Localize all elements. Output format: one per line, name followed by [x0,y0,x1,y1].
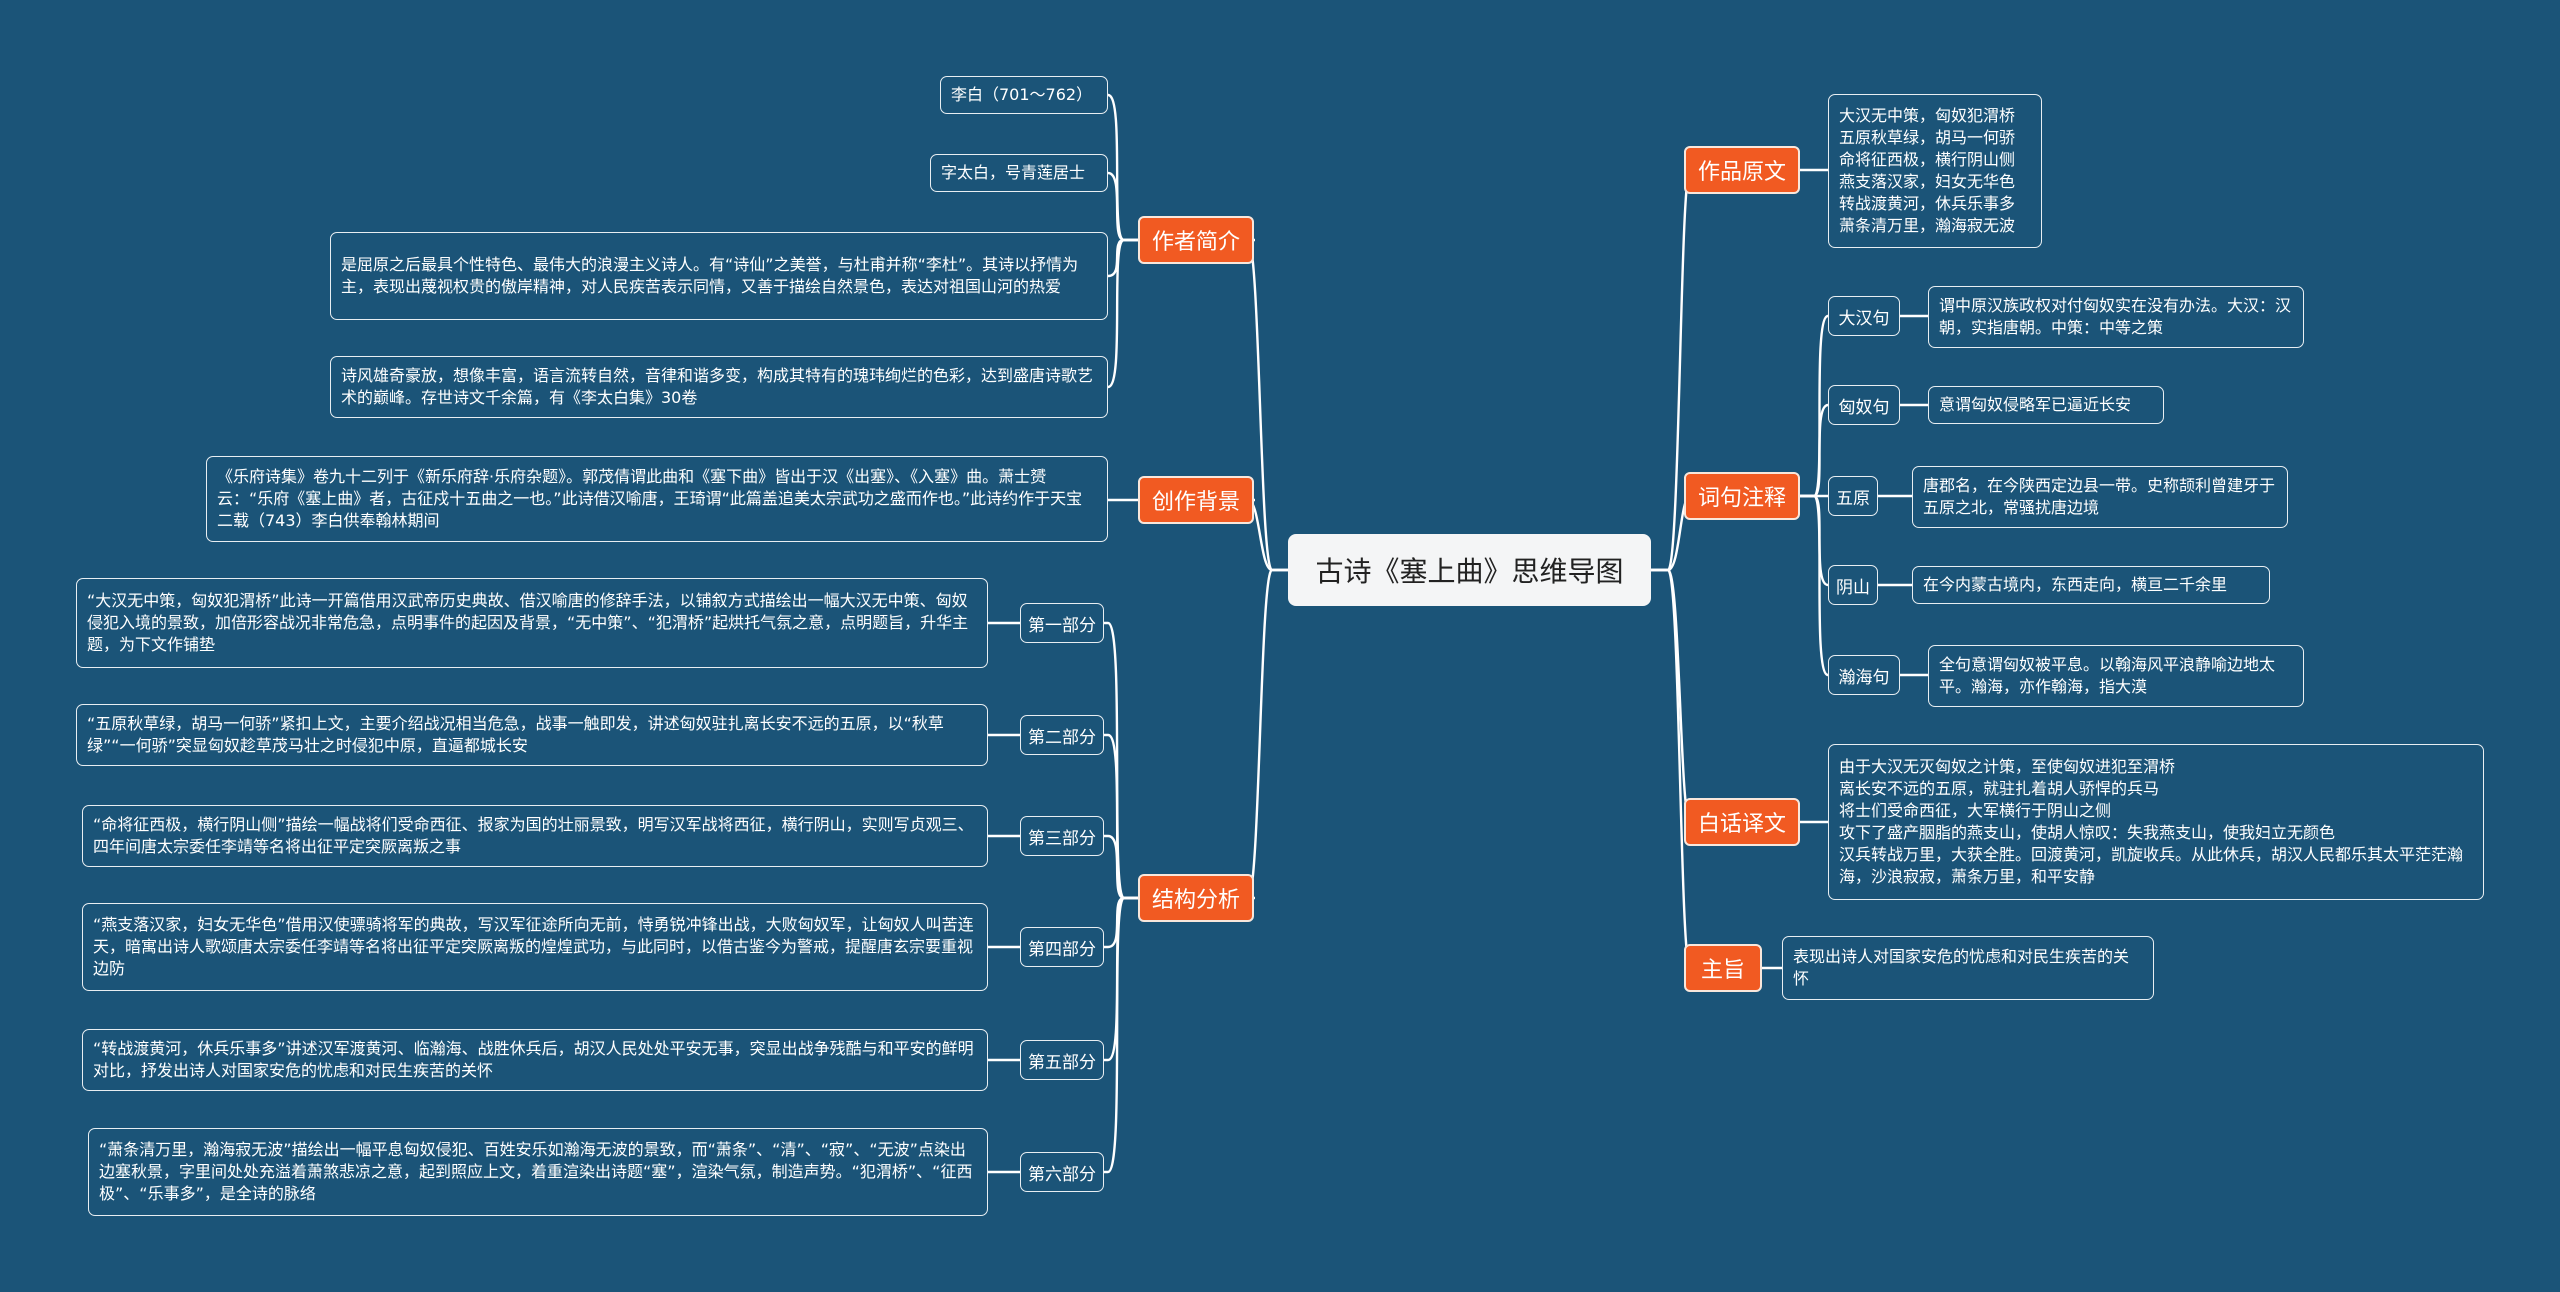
branch-translation[interactable]: 白话译文 [1684,798,1800,846]
author-leaf-3[interactable]: 是屈原之后最具个性特色、最伟大的浪漫主义诗人。有“诗仙”之美誉，与杜甫并称“李杜… [330,232,1108,320]
link-author-2 [1107,171,1138,242]
link-root-structure [1246,568,1288,900]
note-text-2[interactable]: 意谓匈奴侵略军已逼近长安 [1928,386,2164,424]
original-text[interactable]: 大汉无中策，匈奴犯渭桥 五原秋草绿，胡马一何骄 命将征西极，横行阴山侧 燕支落汉… [1828,94,2042,248]
note-text-4[interactable]: 在今内蒙古境内，东西走向，横亘二千余里 [1912,566,2270,604]
note-term-3[interactable]: 五原 [1828,476,1878,516]
structure-part-1[interactable]: 第一部分 [1020,603,1104,643]
structure-part-6[interactable]: 第六部分 [1020,1152,1104,1192]
author-leaf-2[interactable]: 字太白，号青莲居士 [930,154,1108,192]
structure-text-6[interactable]: “萧条清万里，瀚海寂无波”描绘出一幅平息匈奴侵犯、百姓安乐如瀚海无波的景致，而“… [88,1128,988,1216]
structure-text-3[interactable]: “命将征西极，横行阴山侧”描绘一幅战将们受命西征、报家为国的壮丽景致，明写汉军战… [82,805,988,867]
structure-text-1[interactable]: “大汉无中策，匈奴犯渭桥”此诗一开篇借用汉武帝历史典故、借汉喻唐的修辞手法，以铺… [76,578,988,668]
link-root-translation [1651,568,1692,824]
branch-background[interactable]: 创作背景 [1138,476,1254,524]
note-term-2[interactable]: 匈奴句 [1828,385,1900,425]
note-term-1[interactable]: 大汉句 [1828,296,1900,336]
branch-original[interactable]: 作品原文 [1684,146,1800,194]
translation-text[interactable]: 由于大汉无灭匈奴之计策，至使匈奴进犯至渭桥 离长安不远的五原，就驻扎着胡人骄悍的… [1828,744,2484,900]
structure-part-4[interactable]: 第四部分 [1020,927,1104,967]
structure-part-5[interactable]: 第五部分 [1020,1040,1104,1080]
link-author-1 [1107,93,1138,242]
structure-text-2[interactable]: “五原秋草绿，胡马一何骄”紧扣上文，主要介绍战况相当危急，战事一触即发，讲述匈奴… [76,704,988,766]
structure-part-2[interactable]: 第二部分 [1020,715,1104,755]
structure-part-3[interactable]: 第三部分 [1020,816,1104,856]
link-structure-2 [1104,733,1138,900]
branch-notes[interactable]: 词句注释 [1684,472,1800,520]
note-term-5[interactable]: 瀚海句 [1828,655,1900,695]
link-author-3 [1107,238,1138,278]
branch-author[interactable]: 作者简介 [1138,216,1254,264]
link-structure-5 [1104,896,1138,1062]
note-term-4[interactable]: 阴山 [1828,565,1878,605]
branch-structure[interactable]: 结构分析 [1138,874,1254,922]
root-topic[interactable]: 古诗《塞上曲》思维导图 [1288,534,1651,606]
link-author-4 [1107,238,1138,389]
structure-text-5[interactable]: “转战渡黄河，休兵乐事多”讲述汉军渡黄河、临瀚海、战胜休兵后，胡汉人民处处平安无… [82,1029,988,1091]
link-notes-4 [1800,494,1829,587]
link-structure-6 [1104,896,1138,1174]
structure-text-4[interactable]: “燕支落汉家，妇女无华色”借用汉使骠骑将军的典故，写汉军征途所向无前，恃勇锐冲锋… [82,903,988,991]
theme-text[interactable]: 表现出诗人对国家安危的忧虑和对民生疾苦的关怀 [1782,936,2154,1000]
link-notes-5 [1800,494,1830,677]
link-notes-2 [1800,403,1829,498]
background-leaf-1[interactable]: 《乐府诗集》卷九十二列于《新乐府辞·乐府杂题》。郭茂倩谓此曲和《塞下曲》皆出于汉… [206,456,1108,542]
note-text-1[interactable]: 谓中原汉族政权对付匈奴实在没有办法。大汉：汉朝，实指唐朝。中策：中等之策 [1928,286,2304,348]
link-structure-1 [1104,621,1138,900]
note-text-5[interactable]: 全句意谓匈奴被平息。以翰海风平浪静喻边地太平。瀚海，亦作翰海，指大漠 [1928,645,2304,707]
link-root-author [1246,238,1288,572]
author-leaf-4[interactable]: 诗风雄奇豪放，想像丰富，语言流转自然，音律和谐多变，构成其特有的瑰玮绚烂的色彩，… [330,356,1108,418]
branch-theme[interactable]: 主旨 [1684,944,1762,992]
note-text-3[interactable]: 唐郡名，在今陕西定边县一带。史称颉利曾建牙于五原之北，常骚扰唐边境 [1912,466,2288,528]
author-leaf-1[interactable]: 李白（701～762） [940,76,1108,114]
